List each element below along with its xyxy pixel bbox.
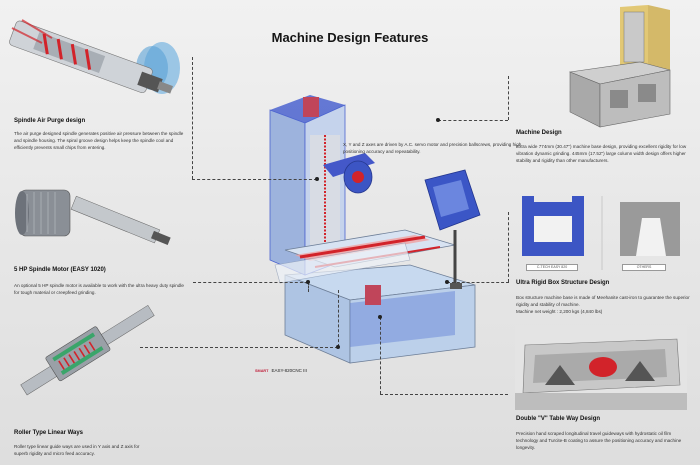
- model-name: EASY-820CNC III: [271, 368, 307, 373]
- connector-dot: [445, 280, 449, 284]
- feature-heading-machine-design: Machine Design: [516, 130, 562, 136]
- connector-line: [192, 179, 317, 180]
- spindle-image: [9, 19, 180, 94]
- connector-dot: [436, 118, 440, 122]
- feature-body-spindle-air-purge: The air purge designed spindle generates…: [14, 131, 184, 150]
- center-note-servo-axes: X, Y and Z axes are driven by A.C. servo…: [343, 142, 522, 154]
- feature-heading-spindle-motor: 5 HP Spindle Motor (EASY 1020): [14, 267, 106, 273]
- connector-dot: [306, 280, 310, 284]
- linear-ways-image: [20, 304, 155, 396]
- double-v-table-way-image: [515, 325, 687, 410]
- feature-heading-double-v-table-way: Double "V" Table Way Design: [516, 416, 601, 422]
- connector-line: [380, 317, 381, 394]
- connector-line: [193, 282, 308, 283]
- box-structure-comparison-image: [522, 196, 680, 270]
- connector-dot: [378, 315, 382, 319]
- connector-line: [508, 212, 509, 282]
- feature-heading-spindle-air-purge: Spindle Air Purge design: [14, 118, 86, 124]
- connector-line: [438, 120, 508, 121]
- connector-line: [380, 394, 508, 395]
- feature-body-machine-weight: Machine net weight : 2,200 kgs (4,840 lb…: [516, 309, 603, 314]
- connector-line: [308, 282, 309, 292]
- caption-c-tech: C-TECH EASY 820: [526, 264, 578, 271]
- feature-body-machine-design: Extra wide 774mm (30.47") machine base d…: [516, 144, 687, 163]
- feature-body-spindle-motor: An optional 5 HP spindle motor is availa…: [14, 283, 184, 295]
- connector-line: [508, 76, 509, 120]
- feature-body-double-v-table-way: Precision hand scraped longitudinal trav…: [516, 431, 682, 450]
- brand-name: SMART: [255, 369, 269, 373]
- feature-body-box-structure: Box structure machine base is made of Me…: [516, 295, 690, 307]
- connector-line: [447, 282, 509, 283]
- connector-dot: [336, 345, 340, 349]
- connector-line: [192, 57, 193, 179]
- machine-frame-image: [568, 5, 671, 128]
- caption-others: OTHERS: [622, 264, 666, 271]
- connector-dot: [315, 177, 319, 181]
- connector-line: [338, 290, 339, 347]
- feature-heading-roller-linear-ways: Roller Type Linear Ways: [14, 430, 84, 436]
- feature-heading-box-structure: Ultra Rigid Box Structure Design: [516, 280, 610, 286]
- grinding-machine-illustration: [269, 95, 481, 364]
- page-title: Machine Design Features: [271, 30, 429, 45]
- feature-body-roller-linear-ways: Roller type linear guide ways are used i…: [14, 444, 140, 456]
- spindle-motor-image: [15, 189, 171, 245]
- connector-line: [140, 347, 338, 348]
